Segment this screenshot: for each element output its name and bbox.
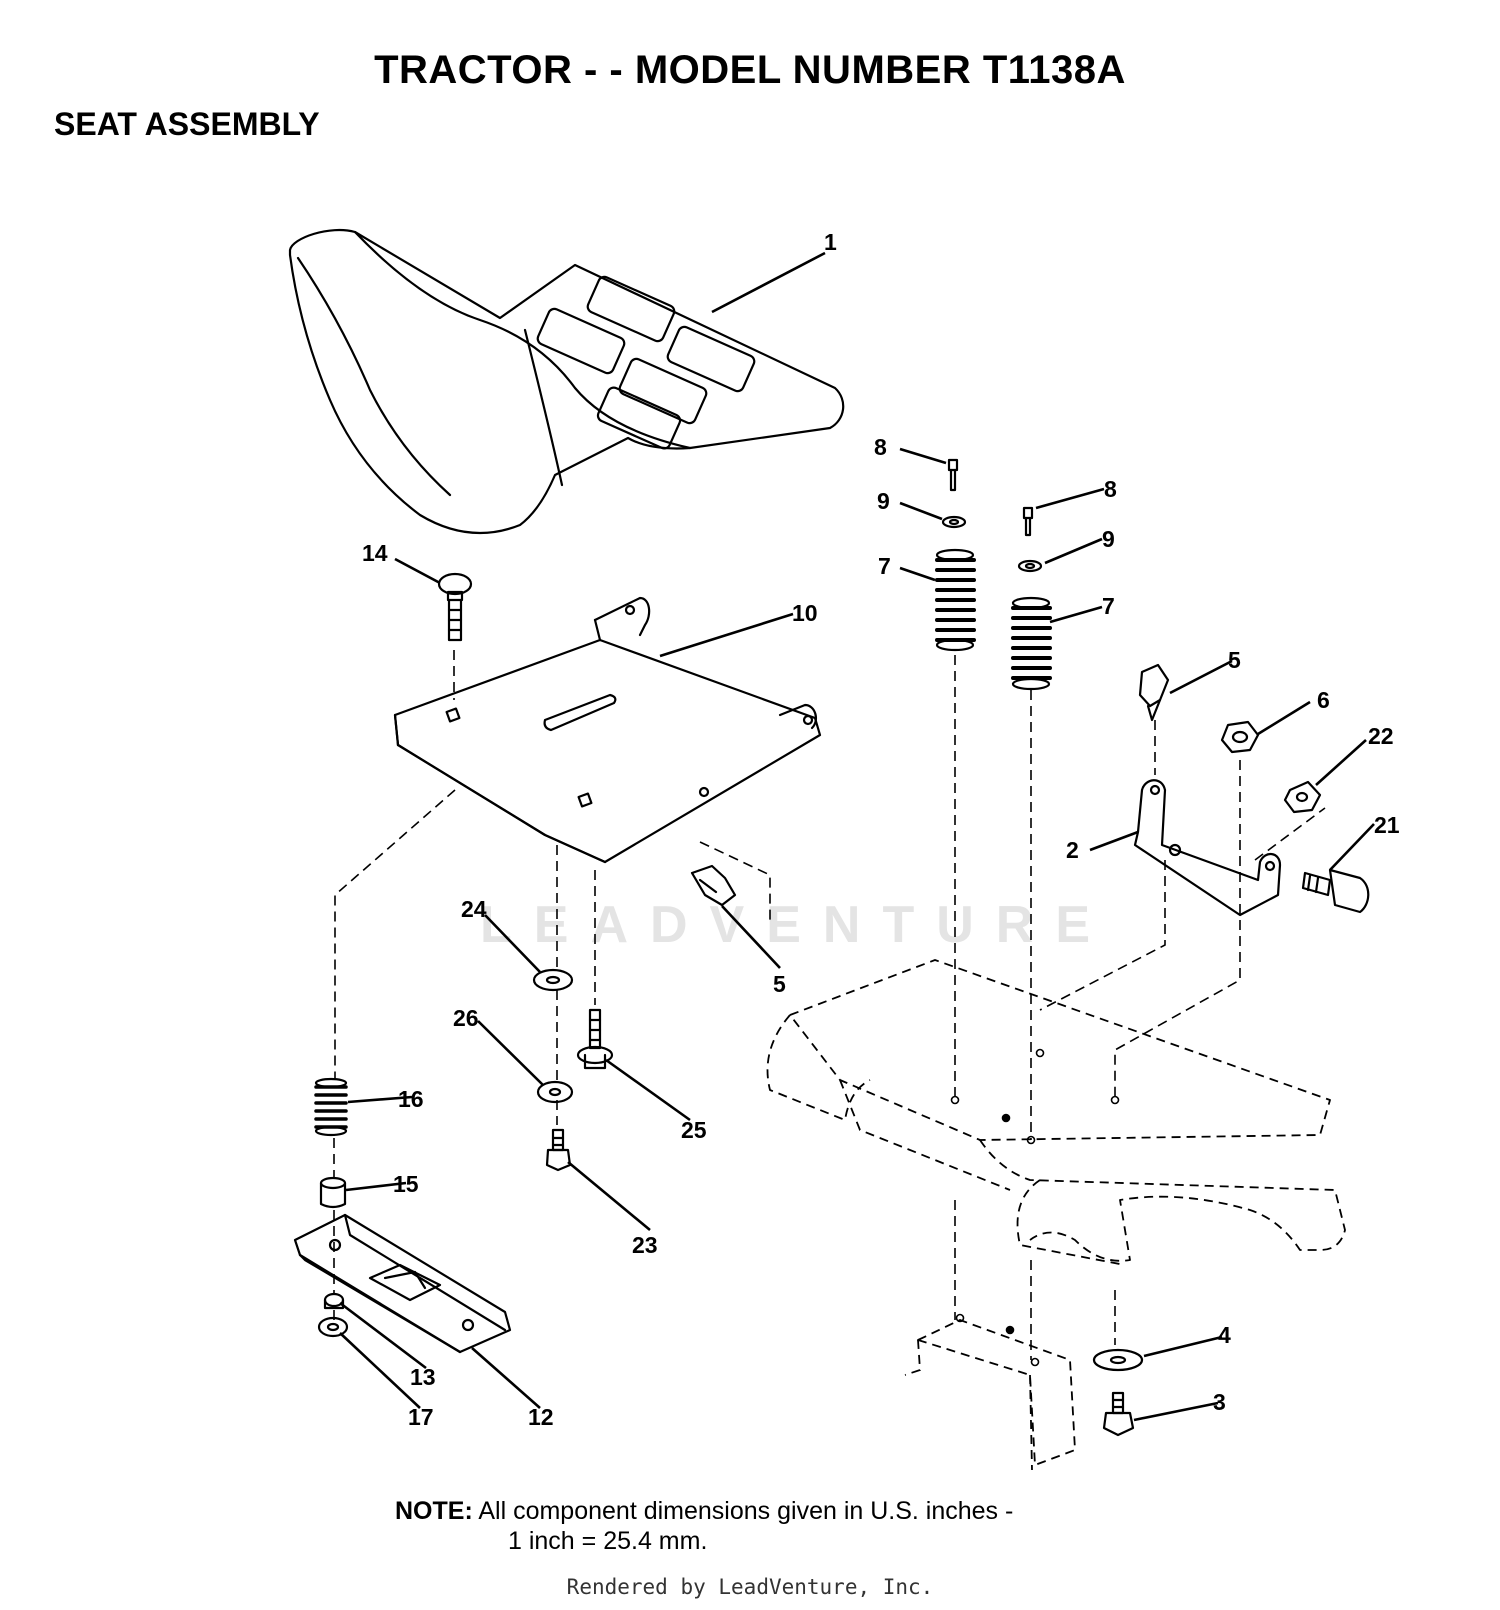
callout-13: 13	[410, 1364, 436, 1390]
callout-25: 25	[681, 1117, 707, 1143]
flange-nut	[1283, 780, 1322, 814]
callout-7-left: 7	[878, 553, 891, 579]
washer-24	[532, 968, 574, 992]
hex-bolt-3	[1102, 1391, 1135, 1437]
hex-bolt-23	[545, 1128, 572, 1172]
seat-bracket	[1133, 779, 1282, 917]
spring-stack-left	[935, 458, 976, 652]
callout-22: 22	[1368, 723, 1394, 749]
washer-26	[536, 1080, 574, 1104]
seat	[288, 228, 845, 535]
hex-bolt-25	[576, 1008, 614, 1070]
page-title: TRACTOR - - MODEL NUMBER T1138A	[374, 48, 1126, 92]
alignment-lines	[333, 650, 1326, 1360]
callout-15: 15	[393, 1171, 419, 1197]
callout-6: 6	[1317, 687, 1330, 713]
callout-2: 2	[1066, 837, 1079, 863]
washer-4	[1092, 1348, 1144, 1372]
note-label: NOTE:	[395, 1497, 473, 1525]
slide-rail	[293, 1213, 512, 1354]
callout-7-right: 7	[1102, 593, 1115, 619]
chassis-holes	[950, 1048, 1120, 1367]
callout-8-right: 8	[1104, 476, 1117, 502]
leader-lines	[339, 251, 1375, 1422]
callout-23: 23	[632, 1232, 658, 1258]
callout-1: 1	[824, 229, 837, 255]
watermark: LEADVENTURE	[480, 896, 1113, 954]
callout-17: 17	[408, 1404, 434, 1430]
clip-upper	[1138, 663, 1170, 722]
callout-5-lower: 5	[773, 971, 786, 997]
callout-24: 24	[461, 896, 487, 922]
callout-16: 16	[398, 1086, 424, 1112]
clip-lower	[690, 864, 737, 907]
note-line-1: All component dimensions given in U.S. i…	[472, 1497, 1014, 1525]
callout-26: 26	[453, 1005, 479, 1031]
section-title: SEAT ASSEMBLY	[54, 106, 320, 142]
callout-14: 14	[362, 540, 388, 566]
callout-10: 10	[792, 600, 818, 626]
callout-4: 4	[1218, 1322, 1231, 1348]
chassis-outline	[766, 959, 1346, 1471]
spacer	[319, 1176, 347, 1209]
lock-nut	[1220, 720, 1260, 754]
carriage-bolt	[437, 572, 473, 642]
spring-stack-right	[1011, 506, 1052, 691]
dimension-note: NOTE: All component dimensions given in …	[395, 1496, 1013, 1556]
callout-21: 21	[1374, 812, 1400, 838]
callout-3: 3	[1213, 1389, 1226, 1415]
washer-17	[317, 1316, 349, 1338]
render-credit: Rendered by LeadVenture, Inc.	[566, 1575, 934, 1599]
callout-12: 12	[528, 1404, 554, 1430]
callout-labels: 1 2 3 4 5 5 6 7 7 8 8 9 9 10 12 13 14 15…	[362, 229, 1400, 1430]
callout-8-left: 8	[874, 434, 887, 460]
spring-16	[314, 1077, 348, 1137]
nut-13	[323, 1292, 345, 1310]
callout-9-right: 9	[1102, 526, 1115, 552]
callout-9-left: 9	[877, 488, 890, 514]
callout-5-upper: 5	[1228, 647, 1241, 673]
note-line-2: 1 inch = 25.4 mm.	[508, 1527, 708, 1555]
shoulder-bolt	[1301, 868, 1370, 914]
seat-pan	[393, 596, 822, 864]
